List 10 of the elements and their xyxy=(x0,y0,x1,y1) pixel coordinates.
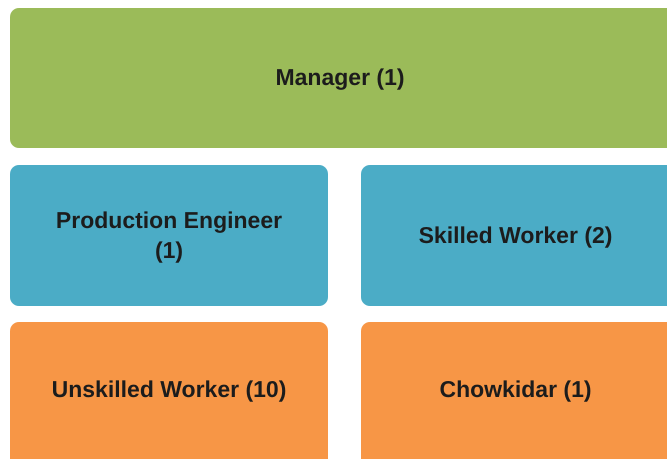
role-label: Skilled Worker (2) xyxy=(418,220,612,250)
role-label: Chowkidar (1) xyxy=(439,375,592,404)
role-box xyxy=(10,165,328,306)
role-box xyxy=(361,165,667,306)
role-box xyxy=(10,322,328,459)
role-box xyxy=(361,322,667,459)
role-label: Production Engineer (1) xyxy=(54,206,284,265)
manager-box xyxy=(10,8,667,148)
role-label: Unskilled Worker (10) xyxy=(52,375,286,404)
role-label: Manager (1) xyxy=(275,63,405,92)
